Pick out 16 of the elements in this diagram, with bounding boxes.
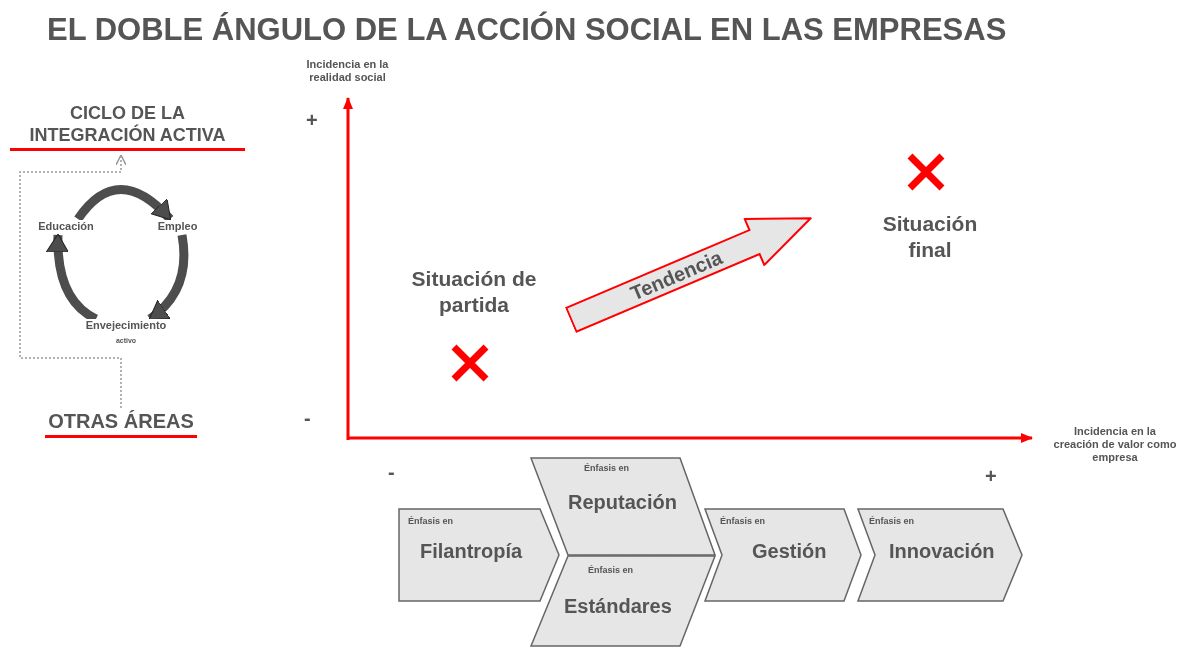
chevron-step: Énfasis en Estándares bbox=[530, 555, 716, 647]
axis-sign: - bbox=[388, 460, 395, 484]
chevron-step: Énfasis en Reputación bbox=[530, 457, 716, 556]
arrow bbox=[74, 185, 174, 223]
section-heading: OTRAS ÁREAS bbox=[45, 409, 197, 438]
axis-sign: + bbox=[985, 464, 997, 488]
section-heading: CICLO DE LA INTEGRACIÓN ACTIVA bbox=[10, 103, 245, 152]
arrow bbox=[19, 154, 127, 409]
chevron-step: Énfasis en Gestión bbox=[704, 508, 862, 602]
axis-label: Incidencia en la realidad social bbox=[305, 58, 390, 85]
axis-sign: - bbox=[304, 406, 311, 430]
chevron-step: Énfasis en Innovación bbox=[857, 508, 1023, 602]
chevron-step: Énfasis en Filantropía bbox=[398, 508, 560, 602]
axis-sign: + bbox=[306, 108, 318, 132]
title: EL DOBLE ÁNGULO DE LA ACCIÓN SOCIAL EN LAS EMPRESAS bbox=[47, 12, 1007, 48]
axis-label: Incidencia en la creación de valor como empresa bbox=[1052, 425, 1178, 465]
